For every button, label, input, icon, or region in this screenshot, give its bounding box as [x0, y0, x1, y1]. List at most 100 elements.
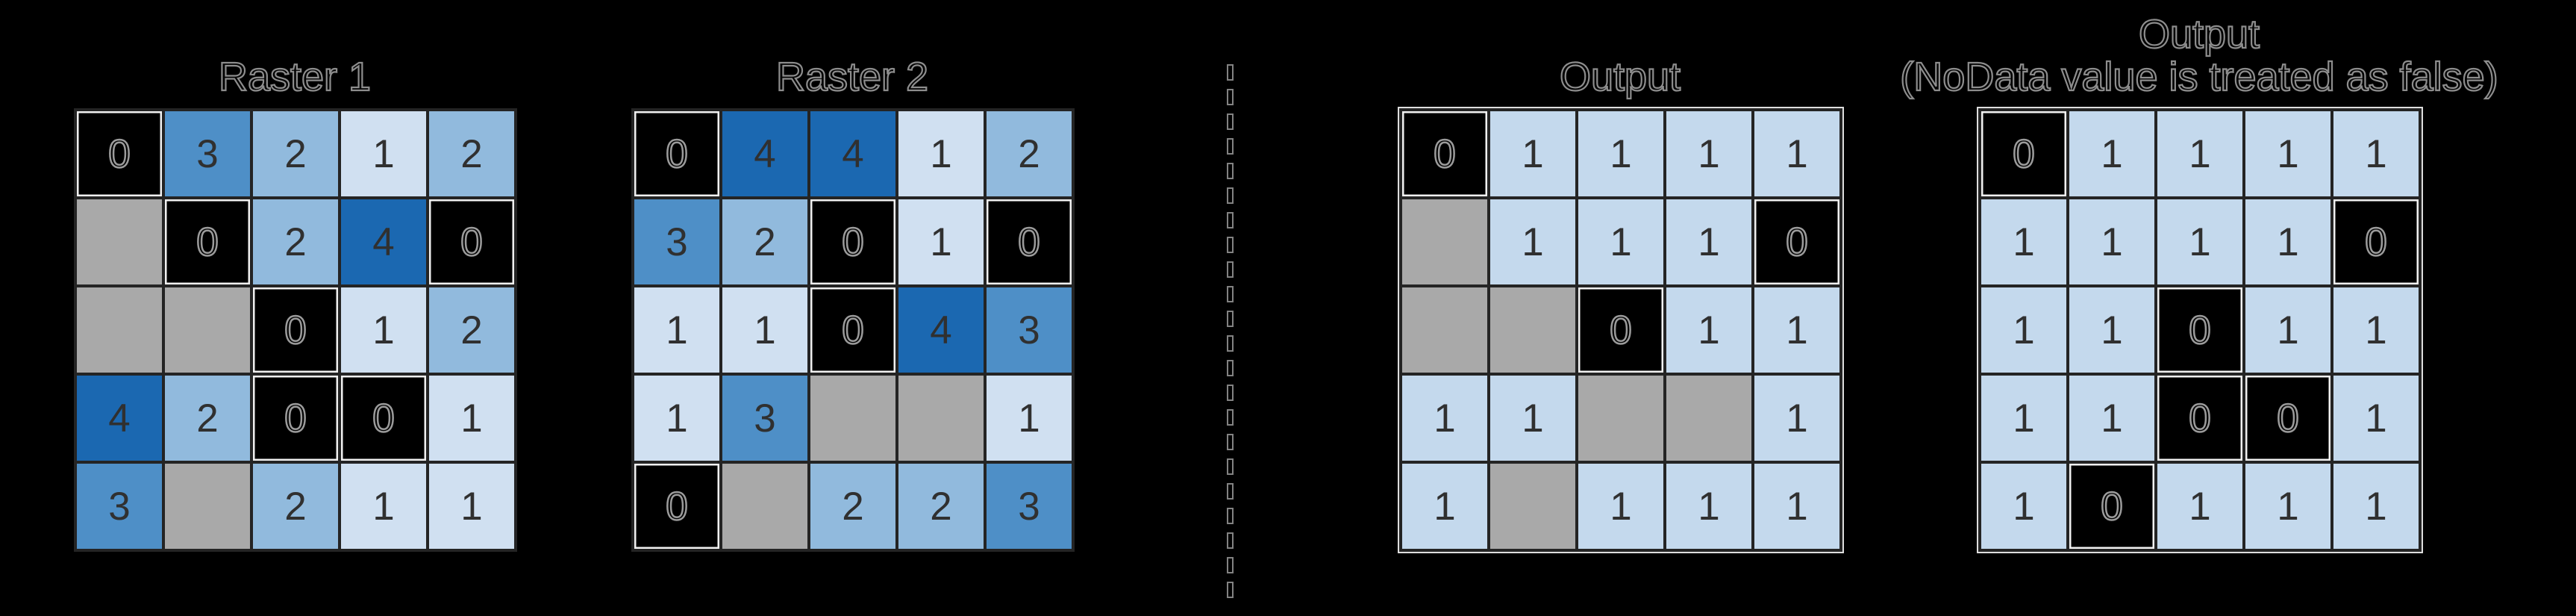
cell-r5c3: 1	[2157, 464, 2242, 549]
cell-r4c3: 0	[253, 376, 338, 461]
divider-dash	[1227, 187, 1234, 204]
cell-r1c5: 1	[1754, 111, 1839, 196]
title-line: (NoData value is treated as false)	[1899, 55, 2499, 99]
cell-r2c3: 0	[810, 199, 895, 284]
cell-r2c2: 1	[2069, 199, 2154, 284]
cell-r3c3: 0	[810, 287, 895, 373]
title-line: Raster 1	[218, 55, 372, 99]
cell-r3c4: 4	[898, 287, 984, 373]
cell-r1c2: 1	[2069, 111, 2154, 196]
cell-r5c3: 1	[1578, 464, 1663, 549]
cell-r4c1: 4	[77, 376, 162, 461]
cell-r4c2: 3	[722, 376, 807, 461]
cell-r1c4: 1	[341, 111, 426, 196]
divider-dash	[1227, 335, 1234, 352]
divider-dash	[1227, 434, 1234, 450]
cell-r5c5: 1	[429, 464, 514, 549]
cell-r2c2: 1	[1490, 199, 1575, 284]
divider-dash	[1227, 409, 1234, 426]
nodata-cell-r4c3	[810, 376, 895, 461]
nodata-cell-r2c1	[1402, 199, 1487, 284]
cell-r4c5: 1	[429, 376, 514, 461]
nodata-cell-r3c2	[1490, 287, 1575, 373]
cell-r3c3: 0	[2157, 287, 2242, 373]
cell-r4c5: 1	[987, 376, 1072, 461]
divider-dash	[1227, 163, 1234, 179]
cell-r5c3: 2	[810, 464, 895, 549]
cell-r5c5: 1	[1754, 464, 1839, 549]
divider-dash	[1227, 582, 1234, 598]
cell-r2c4: 4	[341, 199, 426, 284]
cell-r2c3: 1	[2157, 199, 2242, 284]
nodata-cell-r4c4	[1666, 376, 1751, 461]
cell-r4c1: 1	[1981, 376, 2066, 461]
cell-r2c5: 0	[987, 199, 1072, 284]
divider-dash	[1227, 557, 1234, 573]
cell-r3c4: 1	[341, 287, 426, 373]
cell-r1c5: 2	[429, 111, 514, 196]
nodata-cell-r3c1	[77, 287, 162, 373]
cell-r5c3: 2	[253, 464, 338, 549]
divider-dash	[1227, 458, 1234, 475]
cell-r1c5: 1	[2333, 111, 2419, 196]
cell-r2c2: 2	[722, 199, 807, 284]
cell-r4c5: 1	[1754, 376, 1839, 461]
cell-r1c3: 1	[1578, 111, 1663, 196]
cell-r2c1: 3	[634, 199, 719, 284]
cell-r2c4: 1	[1666, 199, 1751, 284]
output-title: Output	[1559, 0, 1681, 99]
cell-r1c5: 2	[987, 111, 1072, 196]
cell-r5c1: 0	[634, 464, 719, 549]
cell-r1c3: 4	[810, 111, 895, 196]
nodata-cell-r2c1	[77, 199, 162, 284]
cell-r4c4: 0	[341, 376, 426, 461]
cell-r1c4: 1	[2245, 111, 2330, 196]
cell-r4c5: 1	[2333, 376, 2419, 461]
nodata-cell-r4c3	[1578, 376, 1663, 461]
divider-dash	[1227, 261, 1234, 278]
raster-1-title: Raster 1	[218, 0, 372, 99]
cell-r2c5: 0	[2333, 199, 2419, 284]
cell-r5c1: 3	[77, 464, 162, 549]
cell-r1c1: 0	[77, 111, 162, 196]
cell-r2c3: 1	[1578, 199, 1663, 284]
cell-r2c1: 1	[1981, 199, 2066, 284]
cell-r5c4: 1	[2245, 464, 2330, 549]
nodata-cell-r4c4	[898, 376, 984, 461]
cell-r1c4: 1	[898, 111, 984, 196]
cell-r2c3: 2	[253, 199, 338, 284]
cell-r3c5: 1	[2333, 287, 2419, 373]
divider-dash	[1227, 532, 1234, 549]
cell-r3c5: 2	[429, 287, 514, 373]
cell-r5c1: 1	[1402, 464, 1487, 549]
cell-r2c4: 1	[2245, 199, 2330, 284]
cell-r1c2: 4	[722, 111, 807, 196]
cell-r1c2: 1	[1490, 111, 1575, 196]
nodata-cell-r3c1	[1402, 287, 1487, 373]
cell-r2c2: 0	[165, 199, 250, 284]
nodata-cell-r5c2	[722, 464, 807, 549]
divider-dash	[1227, 89, 1234, 105]
cell-r5c5: 3	[987, 464, 1072, 549]
cell-r4c2: 2	[165, 376, 250, 461]
divider-dash	[1227, 64, 1234, 81]
cell-r1c4: 1	[1666, 111, 1751, 196]
cell-r4c4: 0	[2245, 376, 2330, 461]
cell-r1c1: 0	[634, 111, 719, 196]
divider-dash	[1227, 212, 1234, 228]
cell-r3c1: 1	[1981, 287, 2066, 373]
cell-r1c3: 2	[253, 111, 338, 196]
cell-r4c2: 1	[2069, 376, 2154, 461]
cell-r3c1: 1	[634, 287, 719, 373]
cell-r5c1: 1	[1981, 464, 2066, 549]
title-line: Output	[2138, 12, 2260, 57]
cell-r3c3: 0	[253, 287, 338, 373]
divider-dash	[1227, 385, 1234, 401]
